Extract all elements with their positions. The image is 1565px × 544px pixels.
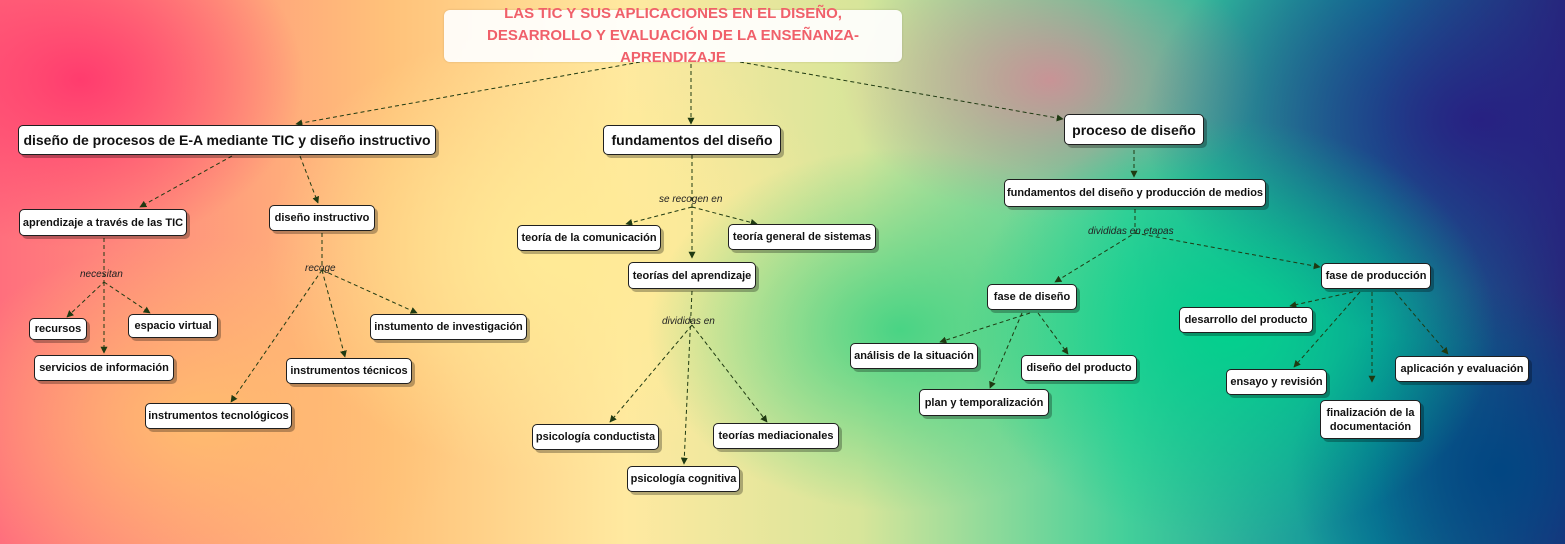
- node-psicologia-conductista[interactable]: psicología conductista: [532, 424, 659, 450]
- node-psicologia-cognitiva[interactable]: psicología cognitiva: [627, 466, 740, 492]
- link-fp-desarrollo: [1289, 291, 1354, 309]
- link-sub-fase-produccion: [1134, 232, 1321, 270]
- link-teorias-mediacionales: [691, 324, 768, 423]
- link-label-necesitan: necesitan: [80, 269, 123, 280]
- link-root-left: [295, 61, 641, 127]
- link-left-aprendizaje: [139, 155, 233, 208]
- node-proceso-diseno[interactable]: proceso de diseño: [1064, 114, 1204, 145]
- node-teoria-sistemas[interactable]: teoría general de sistemas: [728, 224, 876, 250]
- link-label-recoge: recoge: [305, 263, 336, 274]
- link-fp-aplicacion: [1394, 291, 1449, 355]
- node-servicios-informacion[interactable]: servicios de información: [34, 355, 174, 381]
- map-title: LAS TIC Y SUS APLICACIONES EN EL DISEÑO,…: [444, 5, 902, 66]
- node-aplicacion-evaluacion[interactable]: aplicación y evaluación: [1395, 356, 1529, 382]
- node-fase-diseno[interactable]: fase de diseño: [987, 284, 1077, 310]
- node-ensayo-revision[interactable]: ensayo y revisión: [1226, 369, 1327, 395]
- link-teorias-cognitiva: [680, 290, 693, 465]
- link-left-instructivo: [299, 155, 320, 204]
- node-desarrollo-producto[interactable]: desarrollo del producto: [1179, 307, 1313, 333]
- node-instrumentos-tecnicos[interactable]: instrumentos técnicos: [286, 358, 412, 384]
- link-sub-fase-diseno: [1054, 209, 1136, 283]
- node-fundamentos-produccion[interactable]: fundamentos del diseño y producción de m…: [1004, 179, 1266, 207]
- node-instrumentos-tecnologicos[interactable]: instrumentos tecnológicos: [145, 403, 292, 429]
- node-diseno-procesos[interactable]: diseño de procesos de E-A mediante TIC y…: [18, 125, 436, 155]
- node-finalizacion-documentacion[interactable]: finalización de la documentación: [1320, 400, 1421, 439]
- node-espacio-virtual[interactable]: espacio virtual: [128, 314, 218, 338]
- link-instructivo-tecnicos: [321, 269, 347, 358]
- link-teorias-conductista: [609, 324, 693, 423]
- node-fase-produccion[interactable]: fase de producción: [1321, 263, 1431, 289]
- node-recursos[interactable]: recursos: [29, 318, 87, 340]
- node-teorias-aprendizaje[interactable]: teorías del aprendizaje: [628, 262, 756, 289]
- node-instrumento-investigacion[interactable]: instumento de investigación: [370, 314, 527, 340]
- link-middle-comunicacion: [625, 206, 693, 226]
- node-aprendizaje-tic[interactable]: aprendizaje a través de las TIC: [19, 209, 187, 236]
- link-aprendizaje-espacio: [103, 281, 151, 314]
- link-root-right: [739, 61, 1064, 122]
- node-plan-temporalizacion[interactable]: plan y temporalización: [919, 389, 1049, 416]
- link-instructivo-investigacion: [321, 269, 418, 314]
- link-fd-analisis: [939, 312, 1031, 344]
- link-label-divididas-en-etapas: divididas en etapas: [1088, 226, 1174, 237]
- link-label-divididas-en: divididas en: [662, 316, 715, 327]
- node-diseno-producto[interactable]: diseño del producto: [1021, 355, 1137, 381]
- node-fundamentos-diseno[interactable]: fundamentos del diseño: [603, 125, 781, 155]
- link-instructivo-tecnologicos: [230, 269, 323, 403]
- node-teorias-mediacionales[interactable]: teorías mediacionales: [713, 423, 839, 449]
- link-middle-sistemas: [691, 206, 758, 226]
- link-label-se-recogen-en: se recogen en: [659, 194, 723, 205]
- link-fp-ensayo: [1293, 291, 1361, 368]
- node-diseno-instructivo[interactable]: diseño instructivo: [269, 205, 375, 231]
- node-teoria-comunicacion[interactable]: teoría de la comunicación: [517, 225, 661, 251]
- node-analisis-situacion[interactable]: análisis de la situación: [850, 343, 978, 369]
- link-fd-producto: [1037, 312, 1069, 355]
